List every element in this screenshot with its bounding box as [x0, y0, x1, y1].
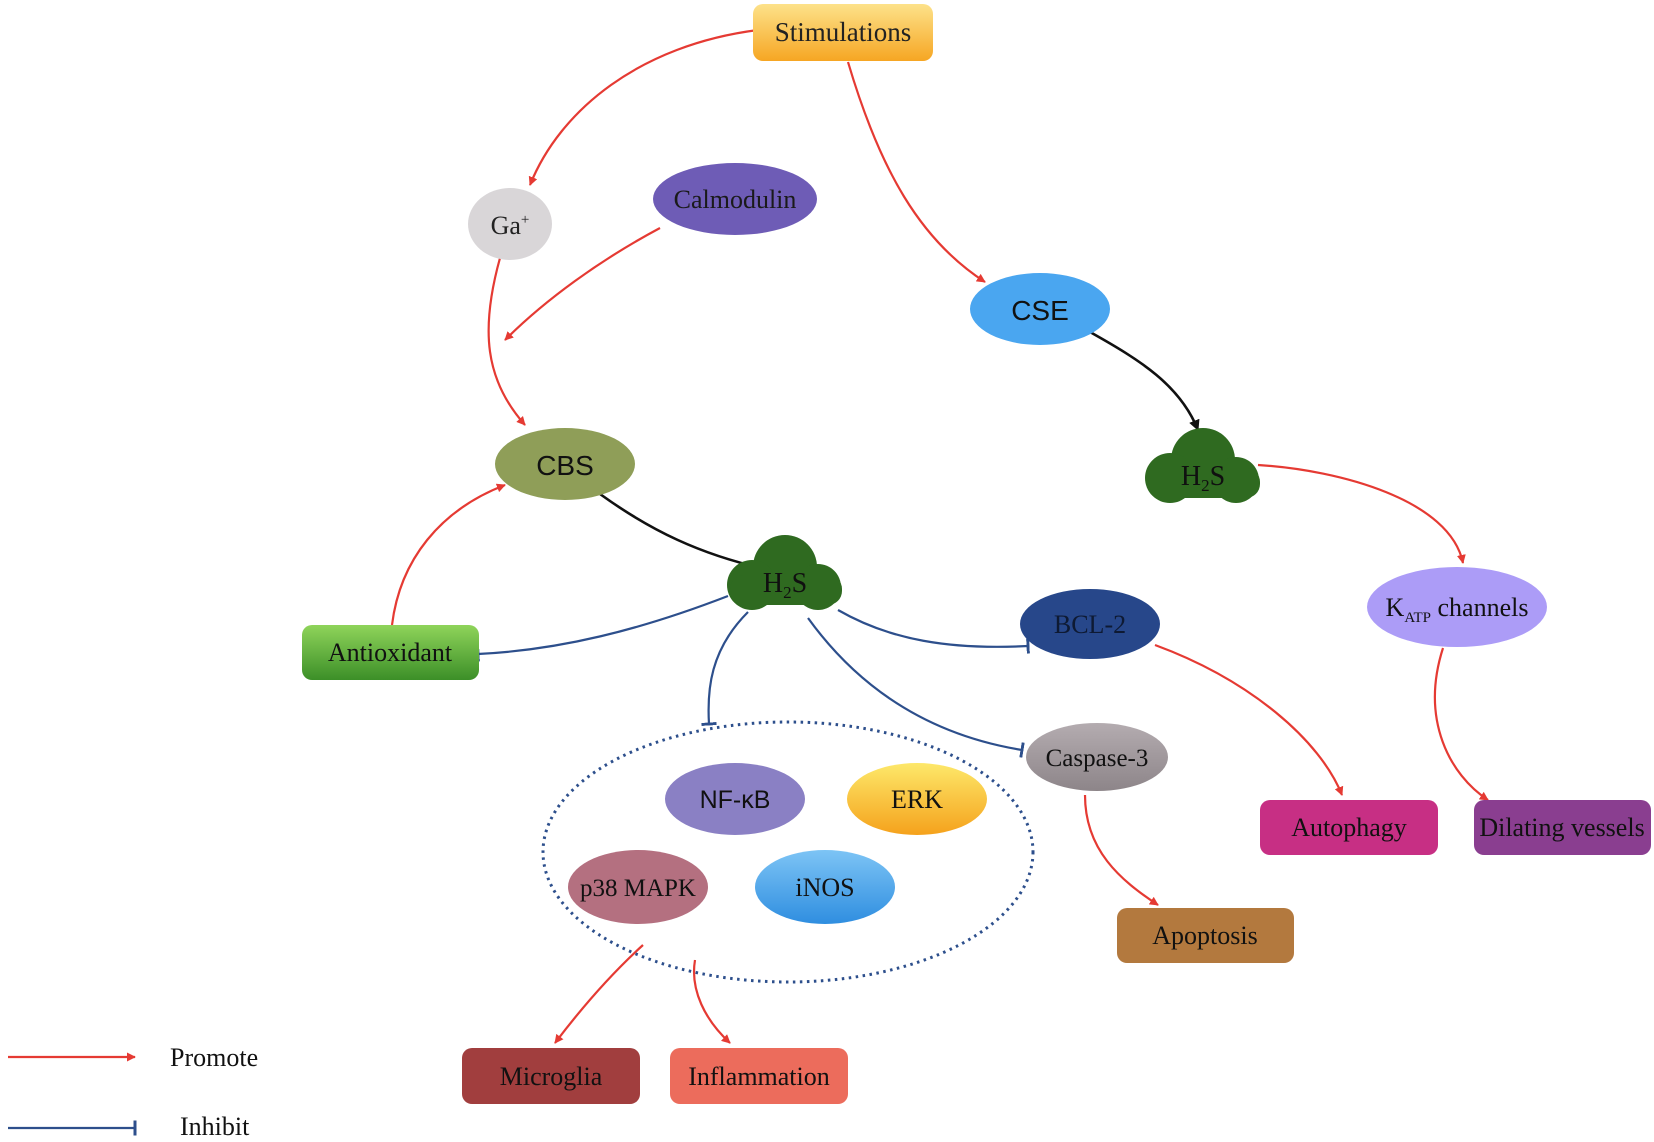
node-inflammation: Inflammation: [670, 1048, 848, 1104]
edge-cluster-to-microglia: [554, 944, 644, 1044]
edge-cse-to-h2s: [1089, 330, 1200, 432]
edge-cluster-to-inflammation: [692, 959, 731, 1044]
nfkb-label: NF-κB: [700, 786, 771, 814]
edge-h2s-inhibits-caspase: [807, 617, 1025, 758]
edge-h2s-inhibits-antioxidant: [476, 594, 729, 662]
dilating-label: Dilating vessels: [1479, 813, 1644, 842]
node-h2s-left: H2S: [727, 535, 842, 610]
ga-label: Ga: [491, 211, 522, 240]
svg-text:H2S: H2S: [1181, 461, 1225, 495]
calmodulin-label: Calmodulin: [674, 185, 797, 214]
node-katp-channels: KATP channels: [1367, 567, 1547, 647]
node-h2s-right: H2S: [1145, 428, 1260, 503]
node-microglia: Microglia: [462, 1048, 640, 1104]
node-dilating-vessels: Dilating vessels: [1474, 800, 1651, 855]
legend-promote-label: Promote: [170, 1043, 258, 1072]
inos-label: iNOS: [795, 873, 854, 902]
node-nfkb: NF-κB: [665, 763, 805, 835]
node-ga: Ga+: [468, 188, 552, 260]
erk-label: ERK: [891, 785, 943, 814]
edge-katp-to-dilating: [1433, 647, 1489, 801]
node-bcl2: BCL-2: [1020, 589, 1160, 659]
node-apoptosis: Apoptosis: [1117, 908, 1294, 963]
legend: Promote Inhibit: [8, 1043, 258, 1141]
h2s-right-sub: 2: [1201, 476, 1210, 495]
node-caspase-3: Caspase-3: [1026, 723, 1168, 791]
node-inos: iNOS: [755, 850, 895, 924]
edge-calmodulin-to-cbs: [504, 227, 661, 341]
edge-cbs-to-h2s: [599, 492, 772, 574]
cbs-label: CBS: [536, 450, 594, 481]
ga-superscript: +: [521, 212, 529, 228]
edge-bcl2-to-autophagy: [1154, 643, 1344, 796]
h2s-left-s: S: [792, 568, 808, 599]
node-calmodulin: Calmodulin: [653, 163, 817, 235]
svg-text:Ga+: Ga+: [491, 211, 530, 240]
node-autophagy: Autophagy: [1260, 800, 1438, 855]
caspase3-label: Caspase-3: [1046, 745, 1149, 772]
edge-antioxidant-to-cbs: [390, 483, 506, 626]
katp-rest: channels: [1431, 593, 1528, 622]
inflammatory-signaling-cluster: [541, 720, 1035, 984]
h2s-right-h: H: [1181, 461, 1201, 492]
h2s-right-s: S: [1210, 461, 1226, 492]
p38-label: p38 MAPK: [580, 875, 696, 902]
h2s-left-sub: 2: [783, 583, 792, 602]
edge-caspase-to-apoptosis: [1083, 794, 1159, 906]
edge-h2s-inhibits-bcl2: [837, 609, 1030, 654]
antioxidant-label: Antioxidant: [328, 638, 453, 667]
cse-label: CSE: [1011, 295, 1069, 326]
edge-stimulations-to-cse: [846, 61, 986, 283]
edge-h2s-inhibits-cluster: [701, 611, 749, 726]
inflammation-label: Inflammation: [688, 1062, 830, 1091]
svg-text:KATP channels: KATP channels: [1386, 593, 1529, 626]
microglia-label: Microglia: [500, 1062, 603, 1091]
edge-stimulations-to-ga: [528, 28, 759, 186]
edge-ga-to-cbs: [487, 257, 526, 426]
autophagy-label: Autophagy: [1291, 813, 1407, 842]
apoptosis-label: Apoptosis: [1152, 921, 1257, 950]
node-cbs: CBS: [495, 428, 635, 500]
node-antioxidant: Antioxidant: [302, 625, 479, 680]
node-cse: CSE: [970, 273, 1110, 345]
h2s-left-h: H: [763, 568, 783, 599]
edge-h2s-to-katp: [1257, 463, 1466, 564]
legend-inhibit-label: Inhibit: [180, 1112, 250, 1141]
katp-subscript: ATP: [1404, 610, 1431, 626]
bcl2-label: BCL-2: [1054, 610, 1126, 639]
node-erk: ERK: [847, 763, 987, 835]
node-p38-mapk: p38 MAPK: [568, 850, 708, 924]
node-stimulations: Stimulations: [753, 4, 933, 61]
katp-k: K: [1386, 593, 1405, 622]
stimulations-label: Stimulations: [775, 17, 912, 47]
svg-text:H2S: H2S: [763, 568, 807, 602]
